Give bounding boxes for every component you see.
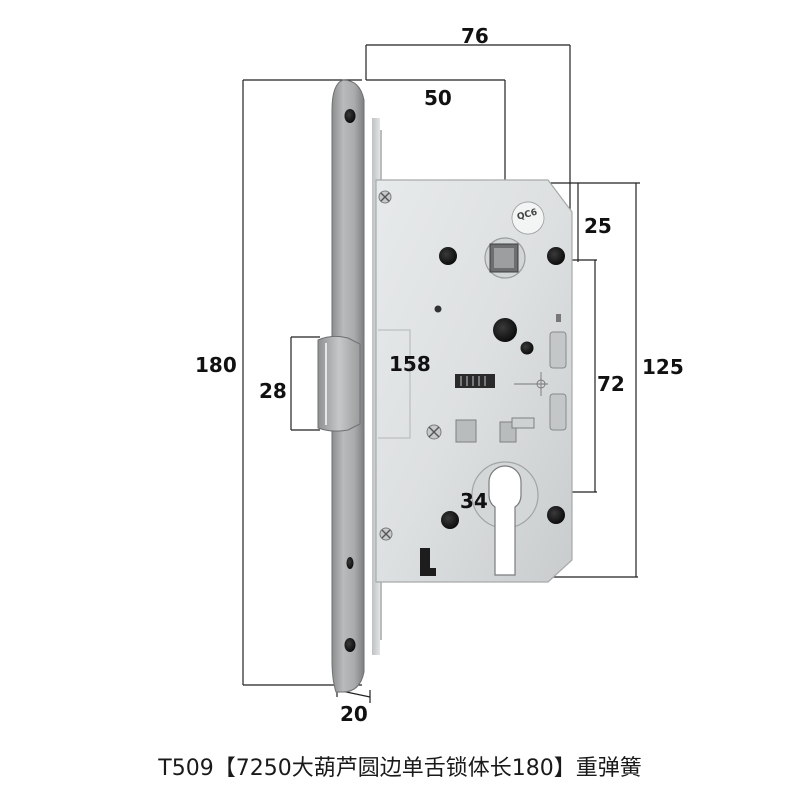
- dim-label-25: 25: [584, 214, 612, 238]
- dim-label-28: 28: [259, 379, 287, 403]
- hole-lower-left: [441, 511, 459, 529]
- dim-label-50: 50: [424, 86, 452, 110]
- product-caption: T509【7250大葫芦圆边单舌锁体长180】重弹簧: [158, 756, 642, 781]
- case-features: QC6: [378, 190, 567, 576]
- dim-label-180: 180: [195, 353, 237, 377]
- bar-tab: [511, 417, 535, 429]
- lever-slot-upper: [549, 331, 567, 369]
- hole-upper-right: [547, 247, 565, 265]
- hole-small-right: [520, 341, 534, 355]
- lever-pin: [556, 314, 561, 322]
- engraved-symbol: [514, 372, 548, 396]
- faceplate-screw-hole-bottom: [344, 638, 356, 652]
- case-panel-outline: [378, 329, 411, 439]
- latch-bolt: [317, 335, 361, 432]
- bracket-bottom: [420, 548, 436, 576]
- hole-small: [434, 305, 442, 313]
- dim-label-158: 158: [389, 352, 431, 376]
- hole-upper-left: [439, 247, 457, 265]
- screw-bottom-left: [379, 527, 393, 541]
- dim-label-20: 20: [340, 702, 368, 726]
- dim-label-72: 72: [597, 372, 625, 396]
- qc-stamp: QC6: [511, 201, 545, 235]
- hole-center: [493, 318, 517, 342]
- faceplate-slot: [346, 557, 354, 569]
- hole-lower-right: [547, 506, 565, 524]
- dim-label-125: 125: [642, 355, 684, 379]
- lever-slot-lower: [549, 393, 567, 431]
- spindle-square-inner: [494, 248, 514, 268]
- spring-coil-windings: [460, 376, 486, 386]
- screw-top-left: [378, 190, 392, 204]
- screw-mid: [426, 424, 442, 440]
- latch-bolt-body: [317, 335, 361, 432]
- faceplate-screw-hole-top: [344, 109, 356, 123]
- dim-label-34: 34: [460, 489, 488, 513]
- bar-slot-left: [455, 419, 477, 443]
- cylinder-keyhole: [488, 465, 522, 576]
- dim-label-76: 76: [461, 24, 489, 48]
